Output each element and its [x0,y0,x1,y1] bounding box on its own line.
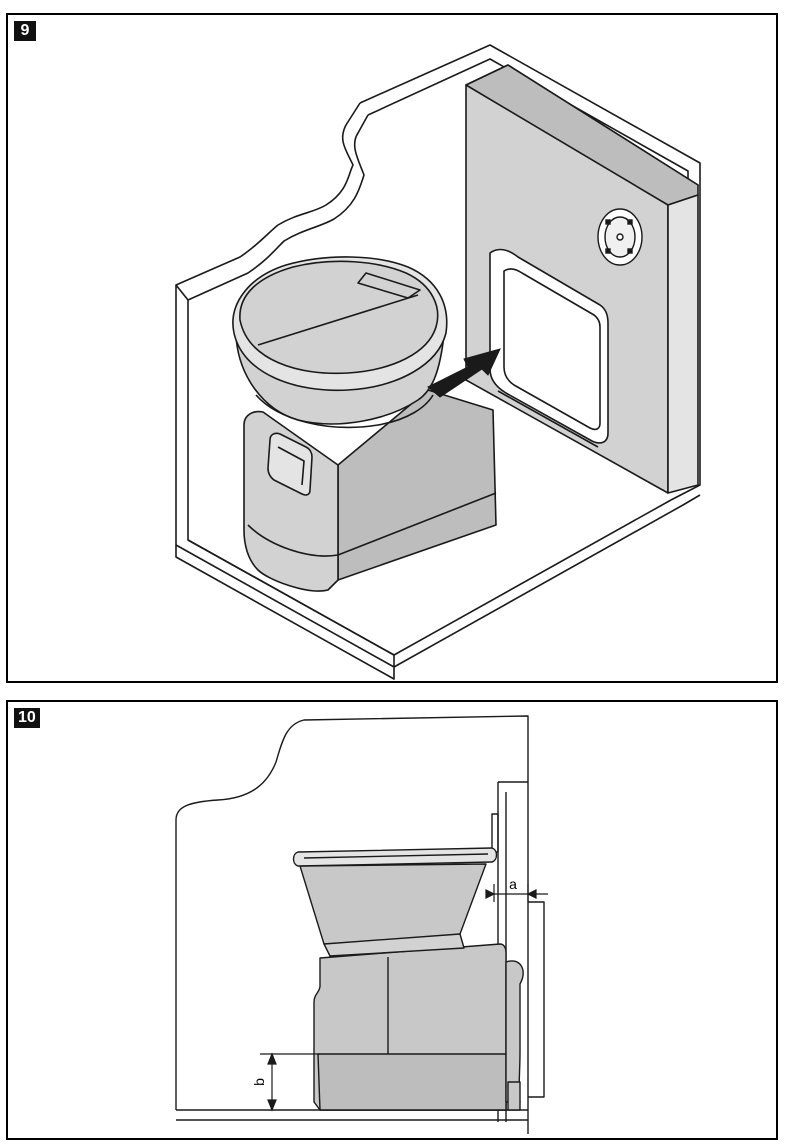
figure-10-panel: 10 [6,700,778,1140]
cassette-lower [317,1053,507,1111]
insert-direction-arrow [427,348,501,398]
toilet-base-front [243,410,339,592]
wall-panel-side [667,194,699,494]
vent-cap [597,208,643,266]
figure-9-illustration [175,44,701,680]
cassette-handle [267,432,313,496]
cabinet-back-wall [359,44,701,501]
figure-9-panel: 9 [6,13,778,683]
toilet-seat-side [292,847,498,867]
dimension-b [260,1052,320,1112]
dimension-a [485,884,548,902]
figure-10-illustration: a b [175,715,548,1134]
toilet-lid [239,260,439,375]
toilet-bowl-side [299,863,487,946]
figure-number-badge: 10 [14,708,40,728]
service-door-opening [489,248,609,444]
dimension-a-label: a [509,876,517,892]
cabinet-side-outline [175,715,529,1134]
rear-hose [505,960,524,1103]
dimension-b-label: b [251,1078,267,1086]
toilet-base-side [337,389,497,581]
figure-number-badge: 9 [14,21,36,41]
service-door-frame [503,268,601,431]
cabinet-floor [187,499,672,656]
